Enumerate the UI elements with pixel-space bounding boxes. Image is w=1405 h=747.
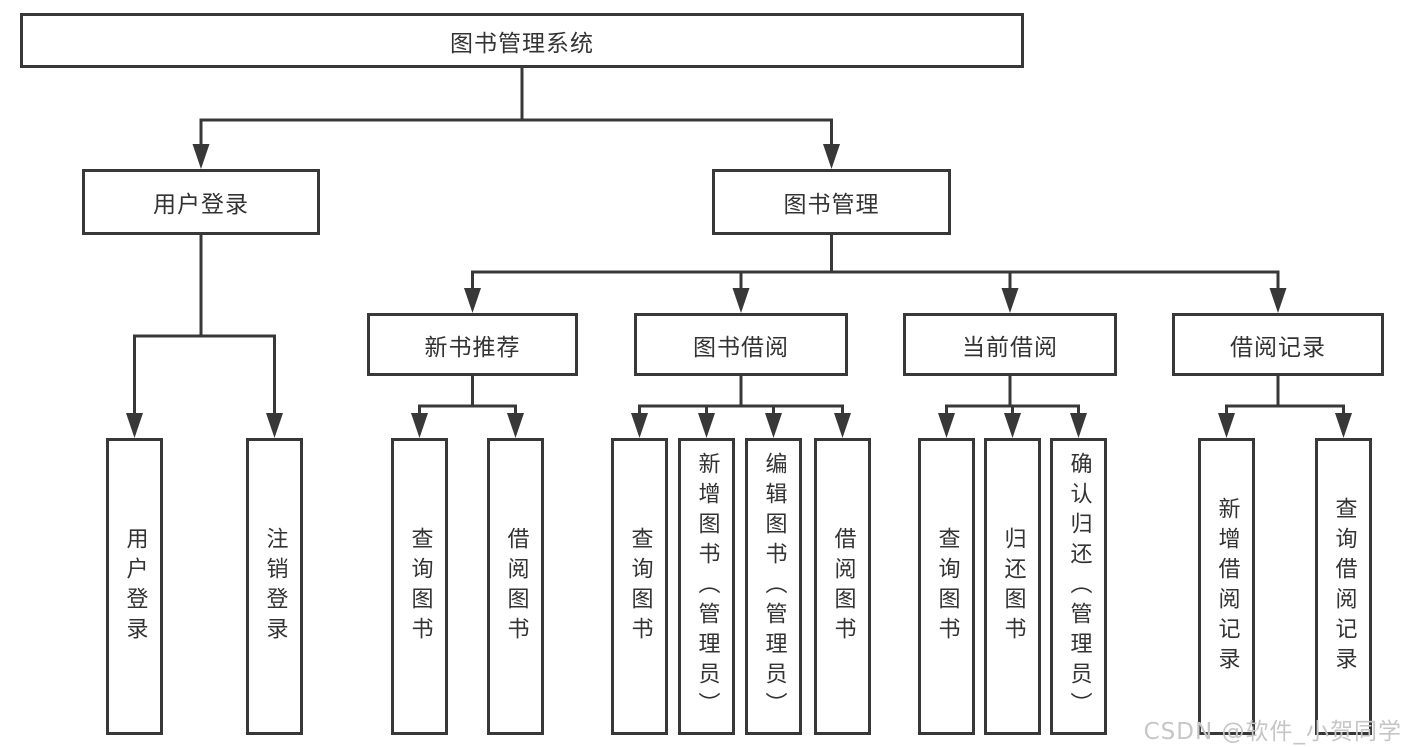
- arrowhead-icon: [1335, 413, 1352, 438]
- node-sub-user-login: 用户登录: [106, 438, 163, 735]
- arrowhead-icon: [765, 413, 782, 438]
- node-sub-logout-label: 注销登录: [262, 526, 288, 647]
- node-cb-query-book-label: 查询图书: [934, 526, 960, 647]
- node-book-mgmt: 图书管理: [712, 169, 951, 235]
- node-nb-query-book: 查询图书: [391, 438, 448, 735]
- watermark: CSDN @软件_小贺同学: [1143, 719, 1402, 745]
- node-user-login-label: 用户登录: [153, 192, 249, 218]
- arrowhead-icon: [126, 413, 143, 438]
- arrowhead-icon: [631, 413, 648, 438]
- arrowhead-icon: [507, 413, 524, 438]
- node-nb-query-book-label: 查询图书: [407, 526, 433, 647]
- node-cb-return-book: 归还图书: [984, 438, 1041, 735]
- node-cb-return-book-label: 归还图书: [1000, 526, 1026, 647]
- arrowhead-icon: [1070, 413, 1087, 438]
- node-borrow-record-label: 借阅记录: [1230, 334, 1326, 361]
- node-nb-borrow-book-label: 借阅图书: [503, 526, 529, 647]
- node-bb-add-book: 新增图书（管理员）: [678, 438, 735, 735]
- arrowhead-icon: [1218, 413, 1235, 438]
- node-bb-query-book-label: 查询图书: [627, 526, 653, 647]
- node-bb-borrow-book: 借阅图书: [814, 438, 871, 735]
- arrowhead-icon: [1269, 288, 1287, 313]
- node-br-query-record: 查询借阅记录: [1315, 438, 1372, 735]
- node-cb-query-book: 查询图书: [918, 438, 975, 735]
- node-current-borrow: 当前借阅: [903, 313, 1117, 376]
- node-nb-borrow-book: 借阅图书: [487, 438, 544, 735]
- node-br-add-record: 新增借阅记录: [1198, 438, 1255, 735]
- node-bb-edit-book-label: 编辑图书（管理员）: [761, 451, 787, 722]
- arrowhead-icon: [411, 413, 428, 438]
- node-root: 图书管理系统: [20, 13, 1024, 68]
- arrowhead-icon: [834, 413, 851, 438]
- node-book-borrow: 图书借阅: [634, 313, 848, 376]
- node-bb-add-book-label: 新增图书（管理员）: [694, 451, 720, 722]
- node-bb-edit-book: 编辑图书（管理员）: [745, 438, 802, 735]
- node-bb-borrow-book-label: 借阅图书: [830, 526, 856, 647]
- arrowhead-icon: [823, 144, 840, 169]
- arrowhead-icon: [266, 413, 283, 438]
- node-br-query-record-label: 查询借阅记录: [1331, 496, 1357, 677]
- node-cb-confirm-return-label: 确认归还（管理员）: [1066, 451, 1092, 722]
- arrowhead-icon: [938, 413, 955, 438]
- node-book-mgmt-label: 图书管理: [783, 192, 880, 218]
- arrowhead-icon: [192, 144, 210, 169]
- node-current-borrow-label: 当前借阅: [962, 334, 1058, 361]
- arrowhead-icon: [1001, 288, 1019, 313]
- arrowhead-icon: [698, 413, 715, 438]
- node-br-add-record-label: 新增借阅记录: [1214, 496, 1240, 677]
- arrowhead-icon: [732, 288, 750, 313]
- node-new-book-rec: 新书推荐: [367, 313, 578, 376]
- node-cb-confirm-return: 确认归还（管理员）: [1050, 438, 1107, 735]
- node-user-login: 用户登录: [82, 169, 320, 235]
- node-book-borrow-label: 图书借阅: [693, 334, 789, 361]
- node-bb-query-book: 查询图书: [611, 438, 668, 735]
- node-sub-logout: 注销登录: [246, 438, 303, 735]
- node-new-book-rec-label: 新书推荐: [424, 334, 521, 361]
- node-borrow-record: 借阅记录: [1172, 313, 1384, 376]
- node-sub-user-login-label: 用户登录: [122, 526, 148, 647]
- arrowhead-icon: [1004, 413, 1021, 438]
- arrowhead-icon: [464, 288, 481, 313]
- node-root-label: 图书管理系统: [450, 30, 594, 57]
